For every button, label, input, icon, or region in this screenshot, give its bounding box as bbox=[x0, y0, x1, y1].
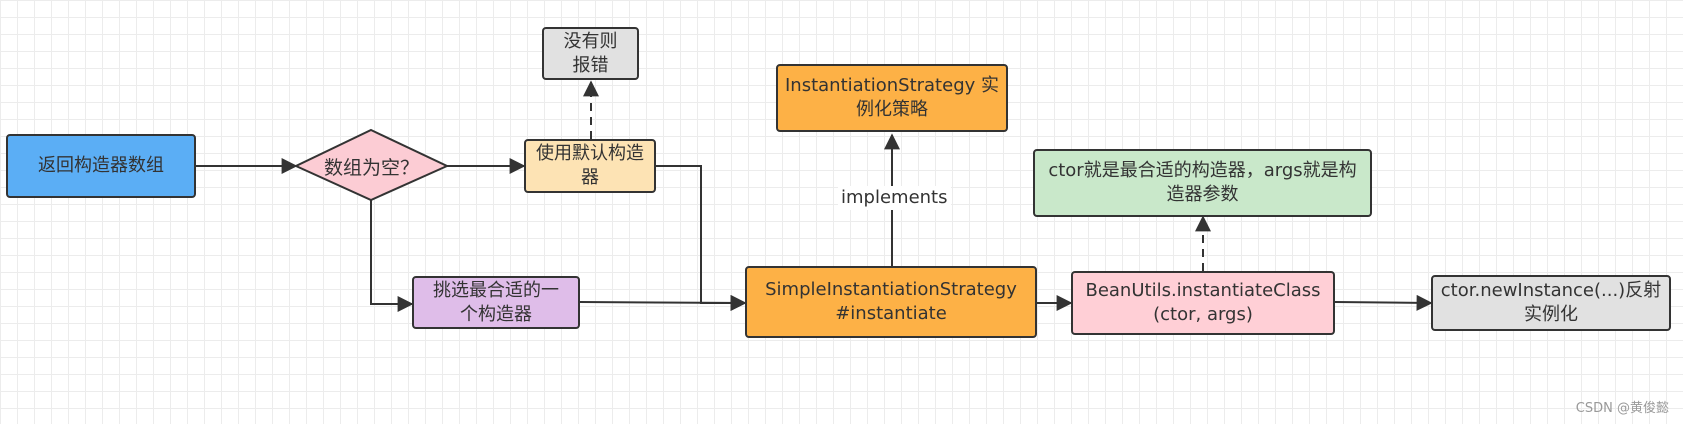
use-default-constructor-text: 使用默认构造器 bbox=[536, 143, 644, 188]
bean-utils-instantiate-text: BeanUtils.instantiateClass (ctor, args) bbox=[1085, 280, 1321, 325]
implements-edge-label: implements bbox=[838, 186, 951, 210]
return-constructor-array-text: 返回构造器数组 bbox=[38, 155, 164, 176]
use-default-constructor-node: 使用默认构造器 bbox=[524, 139, 656, 193]
array-empty-decision: 数组为空？ bbox=[296, 132, 447, 200]
error-if-none-node: 没有则报错 bbox=[542, 27, 639, 80]
bean-utils-instantiate-node: BeanUtils.instantiateClass (ctor, args) bbox=[1071, 271, 1335, 335]
edge-default-to-simple bbox=[656, 165, 747, 311]
csdn-watermark: CSDN @黄俊懿 bbox=[1575, 401, 1669, 416]
new-instance-reflection-node: ctor.newInstance(...)反射实例化 bbox=[1431, 275, 1671, 331]
edge-decision-to-pick bbox=[370, 199, 414, 312]
decision-diamond bbox=[293, 128, 450, 202]
return-constructor-array-node: 返回构造器数组 bbox=[6, 134, 196, 198]
constructor-args-note-text: ctor就是最合适的构造器，args就是构造器参数 bbox=[1048, 160, 1357, 205]
simple-instantiation-strategy-text: SimpleInstantiationStrategy #instantiate bbox=[765, 279, 1017, 324]
instantiation-strategy-node: InstantiationStrategy 实例化策略 bbox=[776, 64, 1008, 132]
edge-pick-to-simple bbox=[579, 294, 747, 311]
array-empty-text: 数组为空？ bbox=[323, 156, 419, 179]
simple-instantiation-strategy-node: SimpleInstantiationStrategy #instantiate bbox=[745, 266, 1037, 338]
pick-best-constructor-text: 挑选最合适的一个构造器 bbox=[433, 279, 559, 325]
new-instance-reflection-text: ctor.newInstance(...)反射实例化 bbox=[1440, 280, 1662, 325]
pick-best-constructor-node: 挑选最合适的一个构造器 bbox=[412, 276, 580, 329]
constructor-args-note-node: ctor就是最合适的构造器，args就是构造器参数 bbox=[1033, 149, 1372, 217]
error-if-none-text: 没有则报错 bbox=[563, 30, 618, 76]
edge-beanutils-to-newinstance bbox=[1334, 294, 1433, 311]
instantiation-strategy-text: InstantiationStrategy 实例化策略 bbox=[784, 75, 999, 120]
